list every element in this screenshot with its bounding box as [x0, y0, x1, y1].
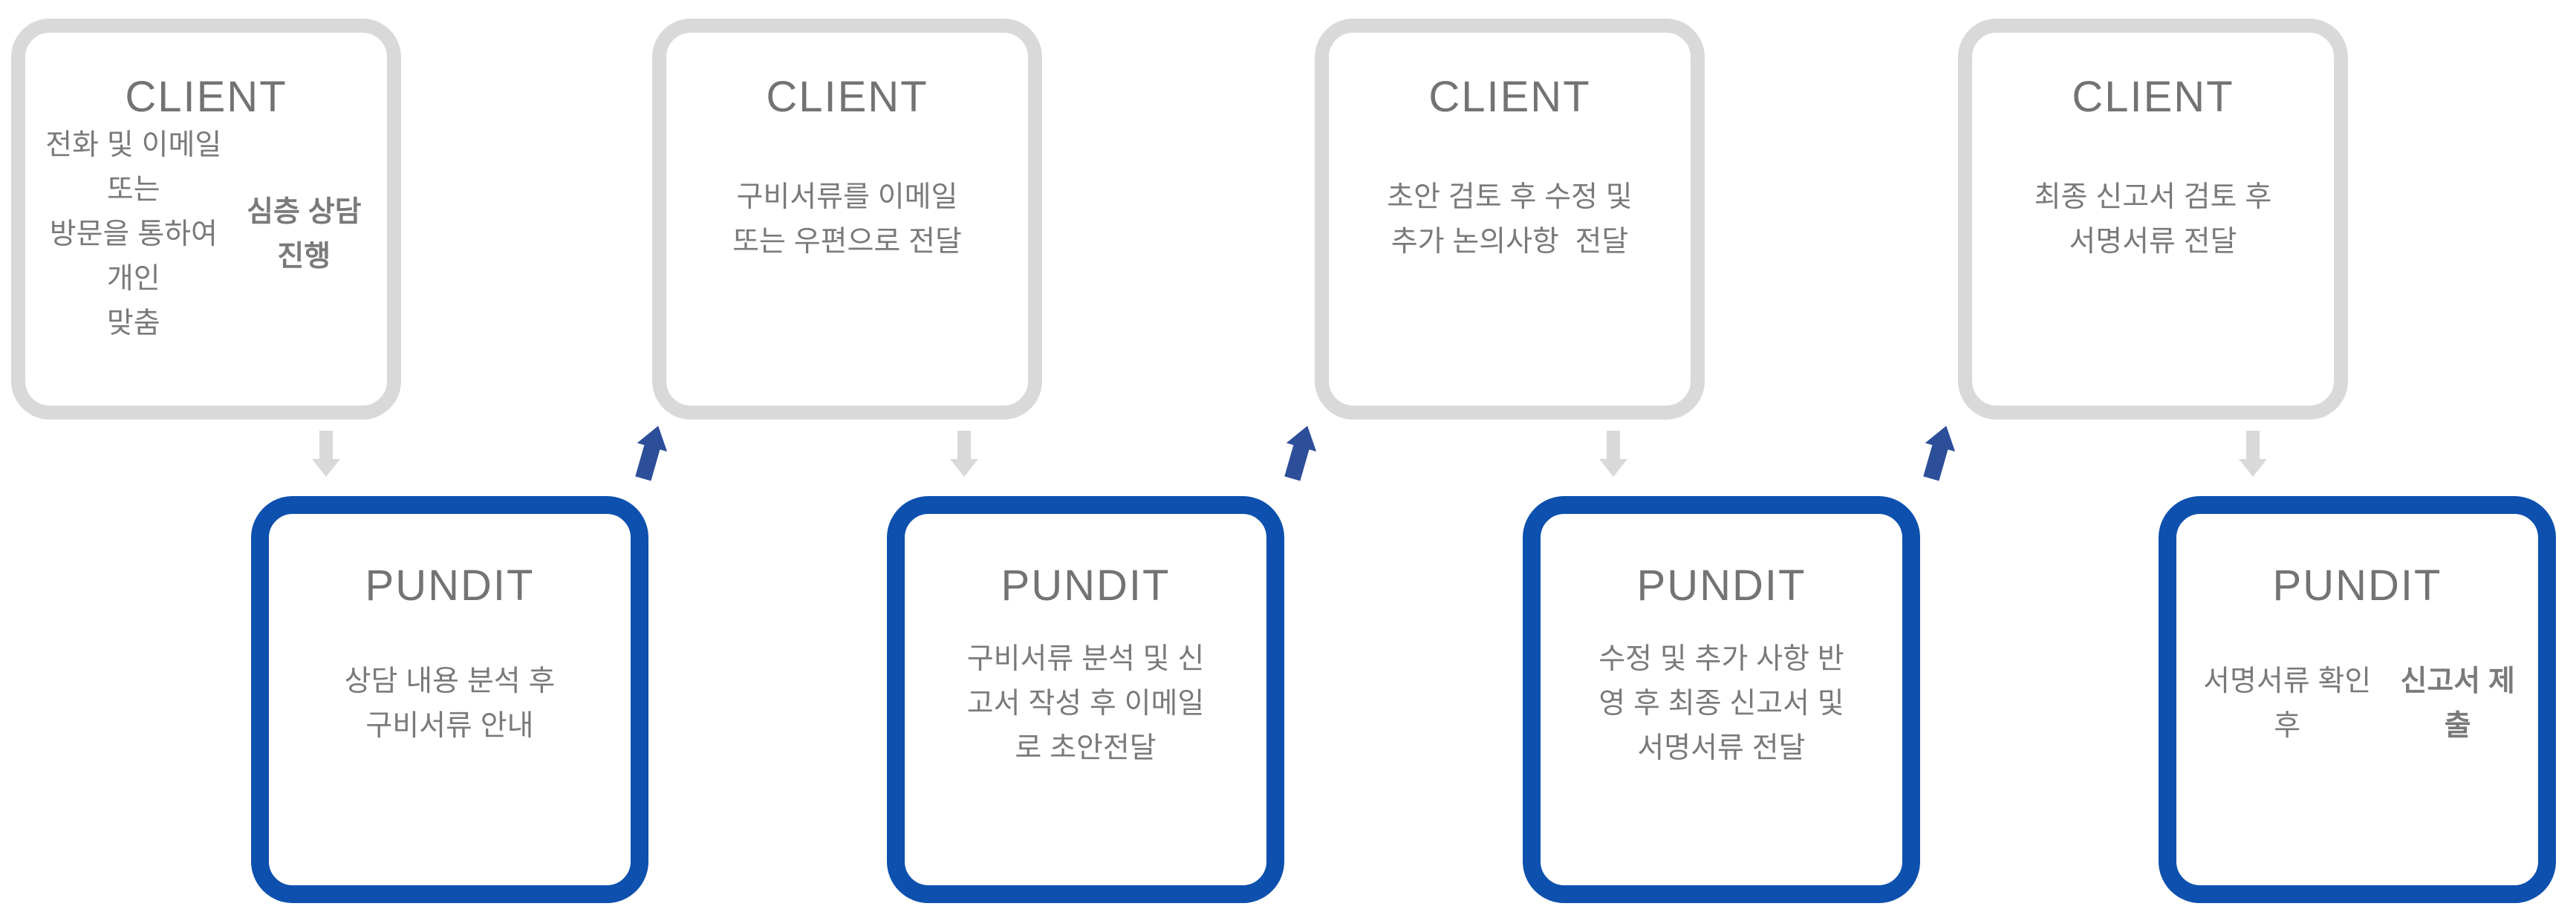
client-box-2-title: CLIENT	[766, 73, 928, 121]
pundit-box-3: PUNDIT 수정 및 추가 사항 반 영 후 최종 신고서 및 서명서류 전달	[1523, 496, 1920, 903]
client-box-3: CLIENT 초안 검토 후 수정 및 추가 논의사항 전달	[1315, 19, 1705, 420]
pundit-box-4: PUNDIT 서명서류 확인 후 신고서 제출	[2159, 496, 2556, 903]
down-arrow-icon	[311, 431, 341, 477]
client-box-1-body-bold: 심층 상담 진행	[247, 196, 362, 273]
client-box-3-body-text: 초안 검토 후 수정 및 추가 논의사항 전달	[1387, 181, 1633, 258]
pundit-box-2-body: 구비서류 분석 및 신 고서 작성 후 이메일 로 초안전달	[905, 612, 1266, 885]
client-box-4-title: CLIENT	[2072, 73, 2234, 121]
pundit-box-4-body-text: 서명서류 확인 후	[2203, 665, 2372, 742]
down-arrow-icon	[1598, 431, 1628, 477]
client-box-2-body: 구비서류를 이메일 또는 우편으로 전달	[666, 123, 1028, 405]
client-box-1-body-text: 전화 및 이메일 또는 방문을 통하여 개인 맞춤	[45, 129, 222, 339]
down-arrow-icon	[2238, 431, 2268, 477]
pundit-box-2: PUNDIT 구비서류 분석 및 신 고서 작성 후 이메일 로 초안전달	[887, 496, 1284, 903]
pundit-box-3-body-text: 수정 및 추가 사항 반 영 후 최종 신고서 및 서명서류 전달	[1598, 643, 1844, 764]
client-box-2: CLIENT 구비서류를 이메일 또는 우편으로 전달	[652, 19, 1042, 420]
down-arrow-icon	[949, 431, 979, 477]
pundit-box-4-body-bold: 신고서 제출	[2400, 665, 2515, 742]
up-arrow-icon	[628, 421, 674, 483]
client-box-1-title: CLIENT	[125, 73, 287, 121]
pundit-box-4-body: 서명서류 확인 후 신고서 제출	[2176, 612, 2538, 885]
client-box-3-title: CLIENT	[1428, 73, 1591, 121]
up-arrow-icon	[1916, 421, 1962, 483]
client-box-4: CLIENT 최종 신고서 검토 후 서명서류 전달	[1958, 19, 2348, 420]
pundit-box-1-body-text: 상담 내용 분석 후 구비서류 안내	[344, 665, 556, 742]
client-box-3-body: 초안 검토 후 수정 및 추가 논의사항 전달	[1329, 123, 1691, 405]
up-arrow-icon	[1277, 421, 1324, 483]
pundit-box-1-body: 상담 내용 분석 후 구비서류 안내	[269, 612, 631, 885]
pundit-box-3-body: 수정 및 추가 사항 반 영 후 최종 신고서 및 서명서류 전달	[1541, 612, 1902, 885]
client-box-1-body: 전화 및 이메일 또는 방문을 통하여 개인 맞춤 심층 상담 진행	[25, 123, 387, 435]
pundit-box-1-title: PUNDIT	[365, 561, 535, 610]
pundit-box-3-title: PUNDIT	[1636, 561, 1806, 610]
pundit-box-2-body-text: 구비서류 분석 및 신 고서 작성 후 이메일 로 초안전달	[966, 643, 1205, 764]
client-box-4-body-text: 최종 신고서 검토 후 서명서류 전달	[2034, 181, 2272, 258]
pundit-box-2-title: PUNDIT	[1001, 561, 1171, 610]
pundit-box-1: PUNDIT 상담 내용 분석 후 구비서류 안내	[251, 496, 648, 903]
client-box-2-body-text: 구비서류를 이메일 또는 우편으로 전달	[732, 181, 962, 258]
client-box-1: CLIENT 전화 및 이메일 또는 방문을 통하여 개인 맞춤 심층 상담 진…	[11, 19, 401, 420]
pundit-box-4-title: PUNDIT	[2272, 561, 2442, 610]
client-box-4-body: 최종 신고서 검토 후 서명서류 전달	[1972, 123, 2334, 405]
